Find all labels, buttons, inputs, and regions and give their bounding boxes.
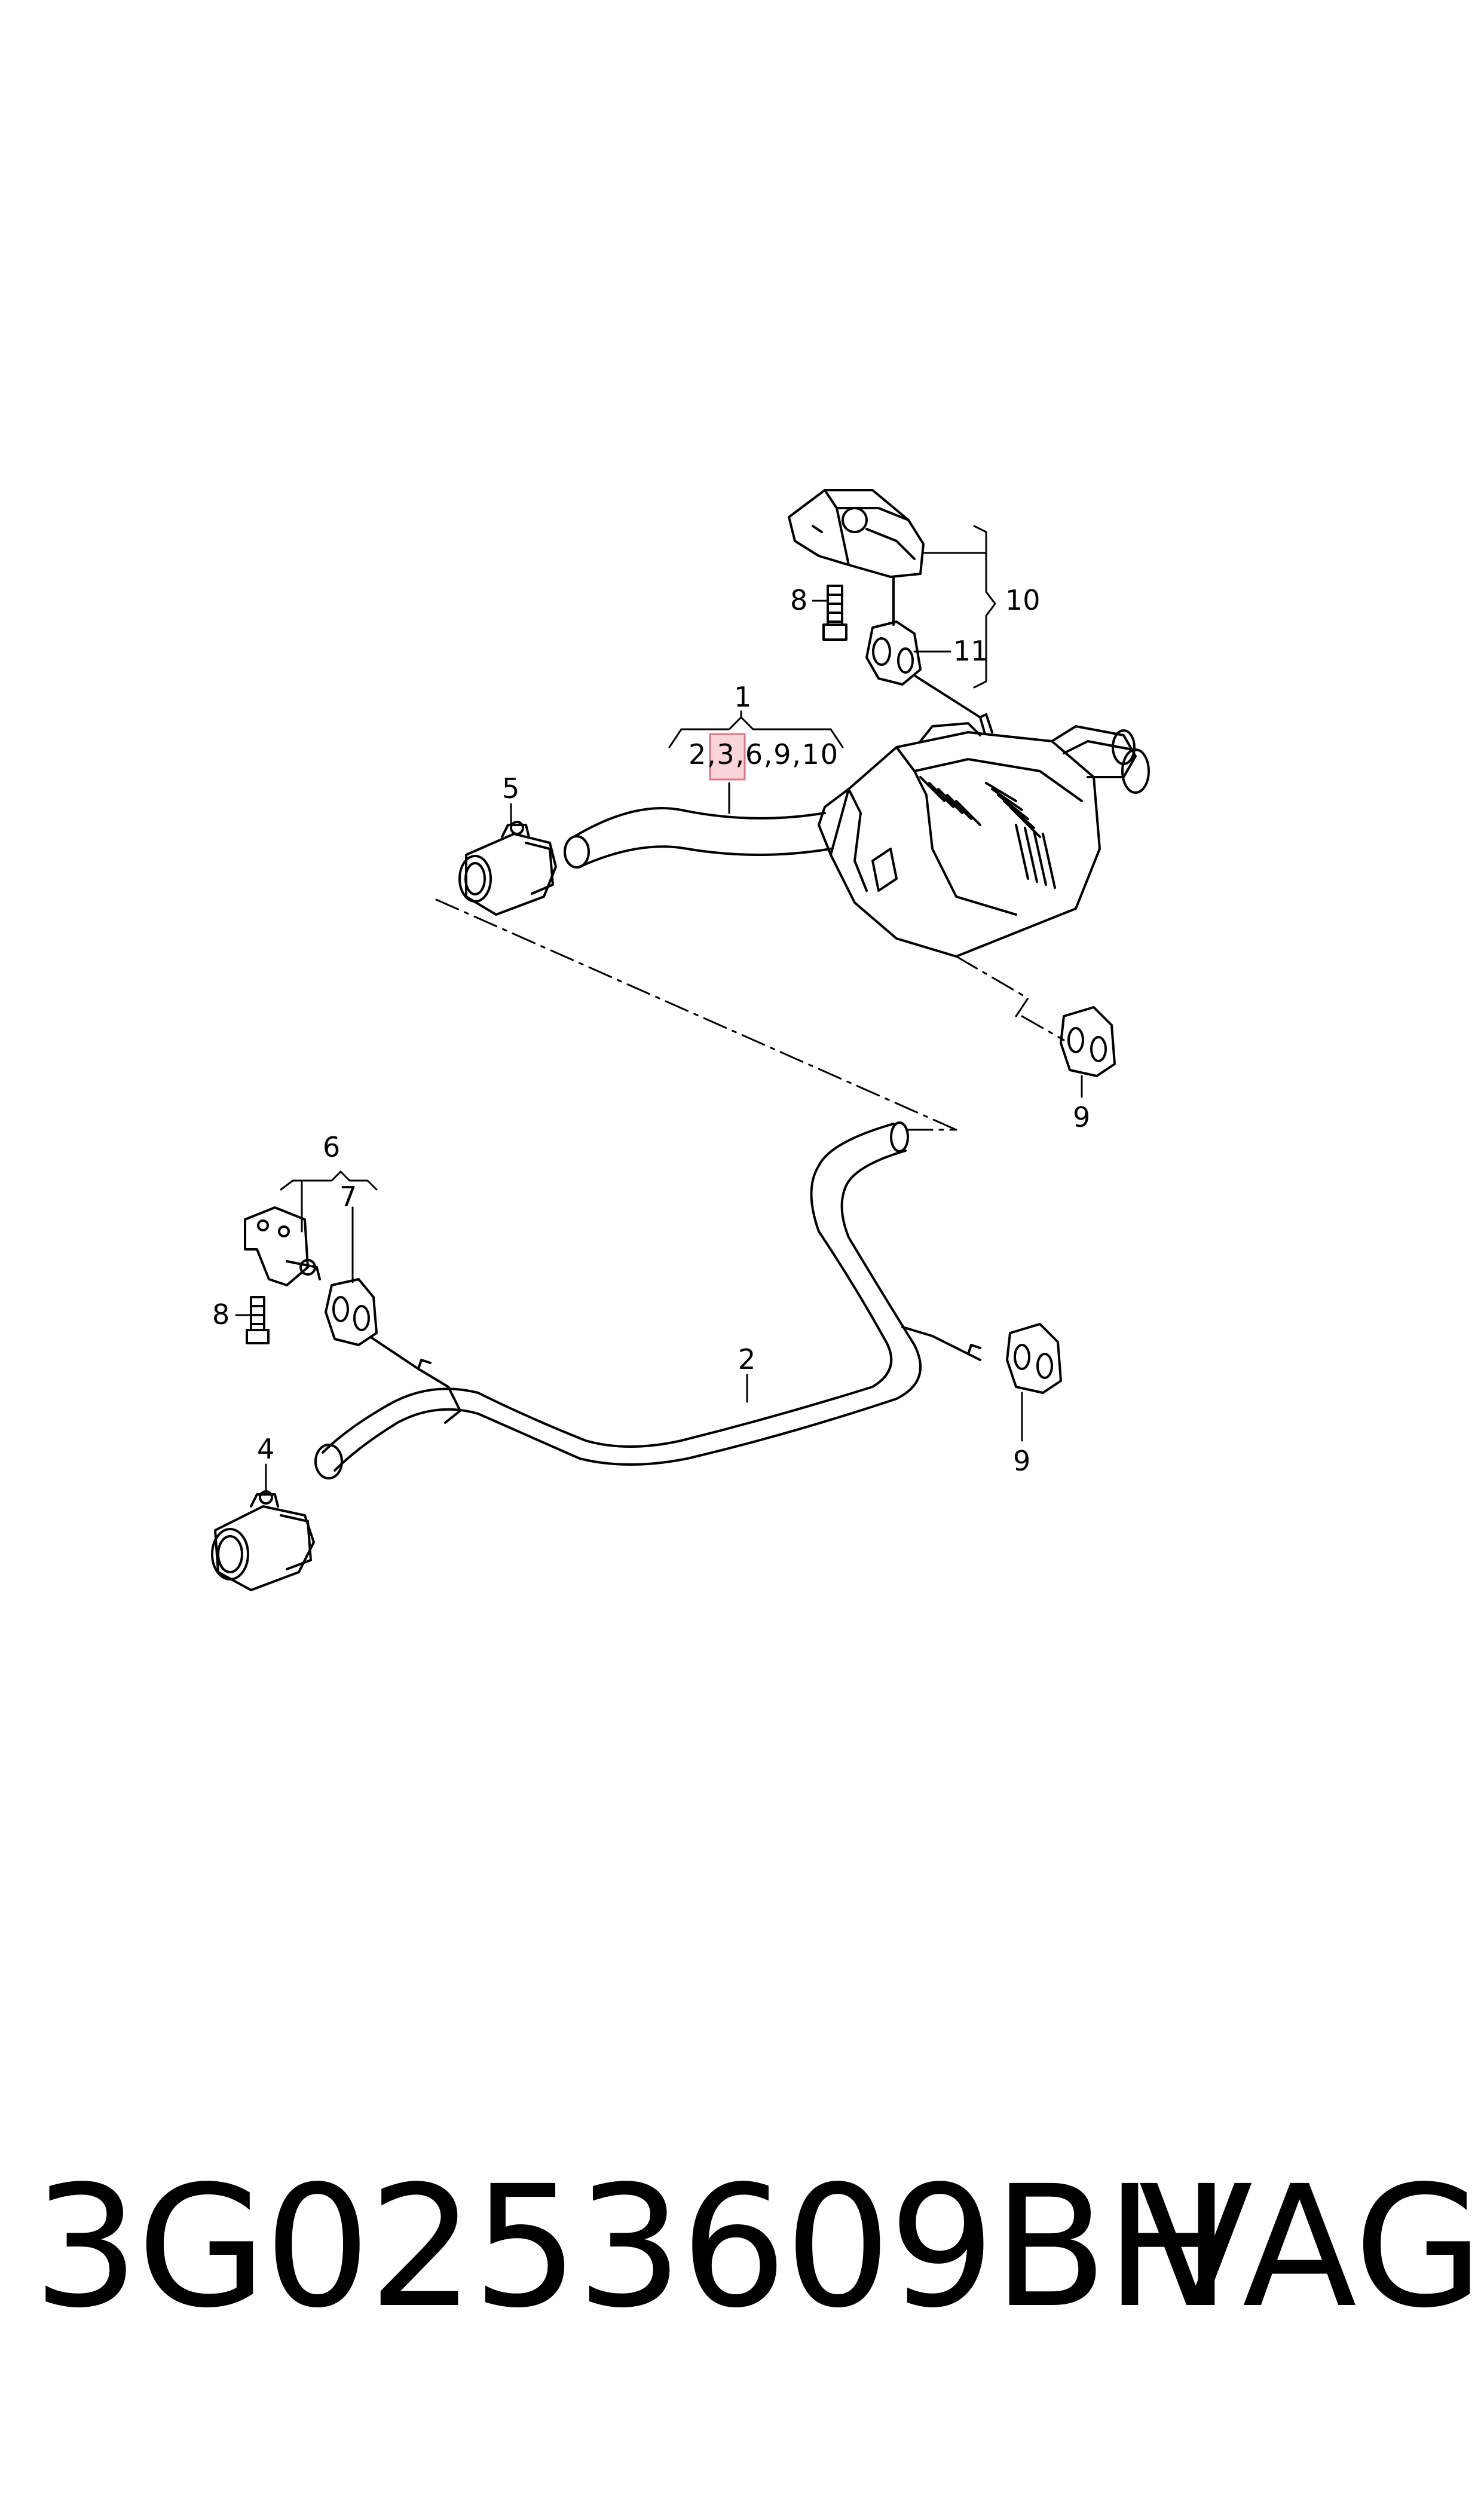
part-number: 3G0253609BH [33,2150,1231,2345]
clamp-lower [211,1490,315,1591]
callout-8-bottom: 8 [212,1298,230,1331]
rubber-mount-front [325,1278,378,1346]
callout-5: 5 [502,772,519,805]
callout-2: 2 [738,1343,755,1375]
rear-intermediate-pipe [564,807,832,869]
callout-9-lower: 9 [1013,1445,1030,1477]
rubber-mount-upper-9 [1060,1006,1116,1077]
callout-10: 10 [1005,584,1041,616]
callout-9-upper: 9 [1073,1101,1090,1133]
brand-label: VAG [1139,2150,1484,2345]
assembly-lines [435,898,1065,1131]
callout-7: 7 [339,1181,357,1213]
callout-6: 6 [323,1131,340,1163]
callout-11: 11 [953,635,989,667]
clamp-upper [458,821,557,916]
callout-8-top: 8 [790,584,807,616]
callout-group-1: 2,3,6,9,10 [689,738,838,771]
bolt-top [822,585,847,641]
highlight-box [709,733,746,781]
bolt-bottom [246,1296,270,1344]
leader-lines [235,525,1083,1496]
front-bracket [244,1206,321,1286]
rear-muffler [818,722,1150,958]
rubber-mount-lower-9 [1006,1323,1062,1394]
center-pipe [314,1121,981,1479]
callout-4: 4 [257,1433,274,1465]
upper-bracket [788,489,925,578]
rubber-mount-upper [865,576,922,686]
callout-1: 1 [734,681,751,713]
